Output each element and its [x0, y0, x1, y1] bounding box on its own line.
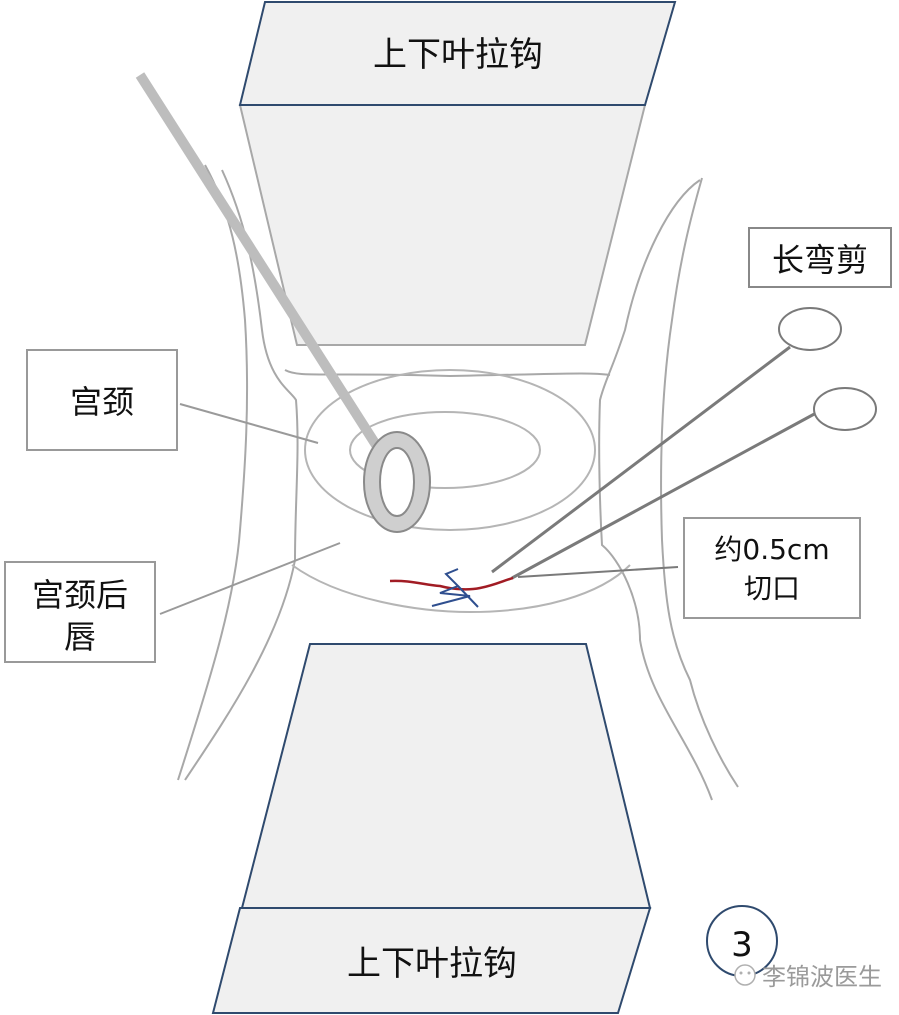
scissors-handle-ring-lower [813, 387, 877, 431]
posterior-lip-arc [291, 564, 631, 614]
retractor-top-blade [238, 104, 647, 346]
scissors-label: 长弯剪 [772, 241, 868, 279]
retractor-bottom-blade [240, 643, 652, 909]
leader-cervix [179, 403, 319, 444]
retractor-top-label: 上下叶拉钩 [373, 35, 543, 75]
vaginal-wall-left [177, 164, 299, 781]
incision-label-box [683, 517, 861, 619]
incision-label-line1: 约0.5cm [714, 533, 829, 566]
forceps-ring-hole [379, 447, 415, 517]
posterior-lip-label-line2: 唇 [64, 618, 96, 656]
cervix-label-box [26, 349, 178, 451]
vaginal-wall-right [598, 177, 739, 801]
posterior-lip-label-line1: 宫颈后 [32, 576, 128, 614]
step-number: 3 [731, 925, 753, 965]
posterior-lip-label-box [4, 561, 156, 663]
scissors-label-box [748, 227, 892, 288]
leader-incision [517, 566, 679, 578]
cervix-os [349, 411, 541, 489]
incision-label-line2: 切口 [744, 572, 800, 605]
retractor-bottom-label: 上下叶拉钩 [347, 944, 517, 984]
leader-posterior-lip [159, 542, 341, 615]
cervix-outer [304, 369, 596, 531]
wechat-icon-eye-left [739, 971, 743, 975]
wechat-icon [734, 964, 756, 986]
retractor-bottom-handle[interactable] [211, 907, 652, 1014]
forceps-shaft [135, 72, 383, 451]
watermark: 李锦波医生 [734, 963, 882, 991]
retractor-top-handle[interactable] [238, 0, 677, 106]
upper-fornix [284, 369, 611, 378]
long-curved-scissors[interactable] [491, 307, 877, 580]
wechat-icon-eye-right [747, 971, 751, 975]
watermark-text: 李锦波医生 [762, 963, 882, 991]
suture-marks [431, 568, 479, 608]
scissors-handle-ring-upper [778, 307, 842, 351]
cervix-label: 宫颈 [70, 383, 134, 421]
